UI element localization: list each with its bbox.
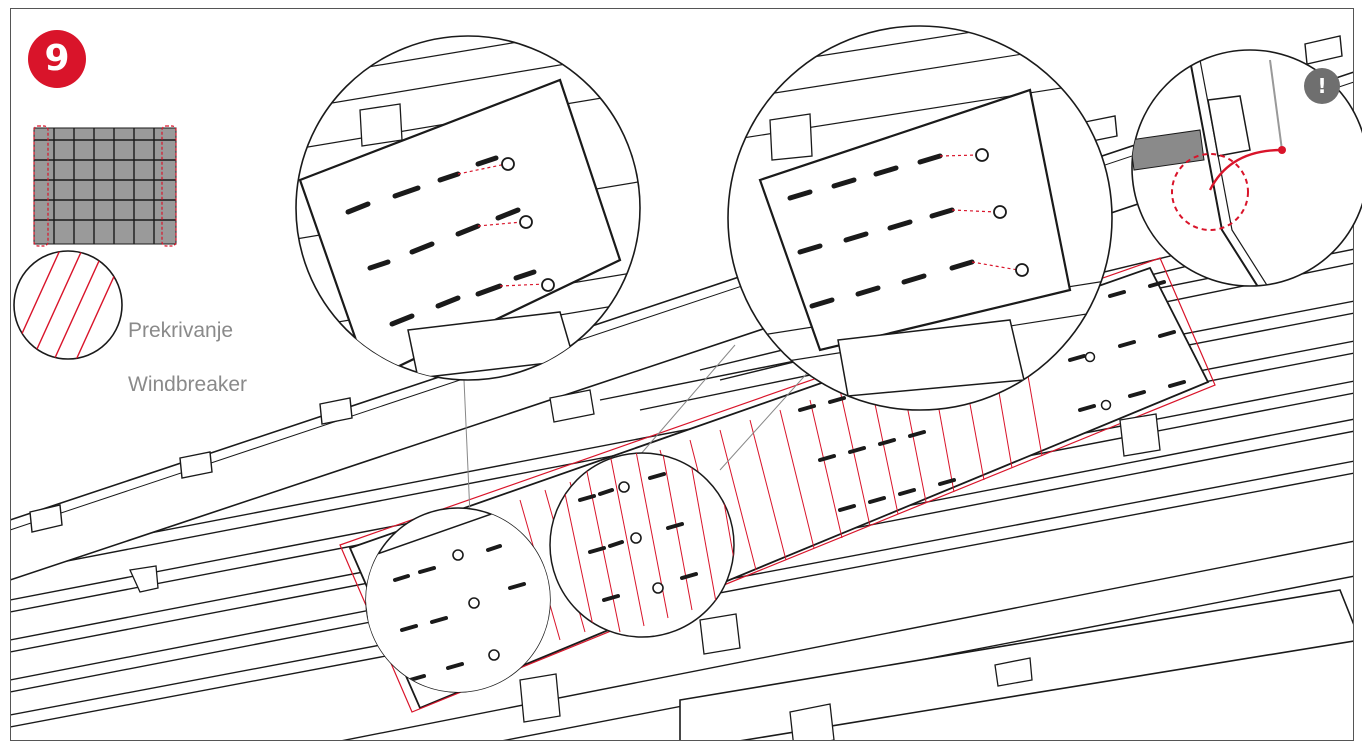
legend-label-line2: Windbreaker [128,373,248,396]
magnifier-left [365,507,551,693]
layout-grid-icon [33,125,177,247]
warning-icon: ! [1304,68,1340,104]
detail-zoom-center [727,25,1113,411]
clamp-icon [129,389,1161,740]
step-number-badge: 9 [28,30,86,88]
hatch-swatch-icon [13,250,123,360]
legend-label: Prekrivanje Windbreaker [128,290,247,425]
detail-zoom-left [295,35,641,381]
legend-label-line1: Prekrivanje [128,319,234,342]
callout-leaders [463,344,811,516]
detail-zoom-warning [1131,49,1362,287]
magnifier-right [549,452,735,638]
frame-border [10,8,1354,741]
